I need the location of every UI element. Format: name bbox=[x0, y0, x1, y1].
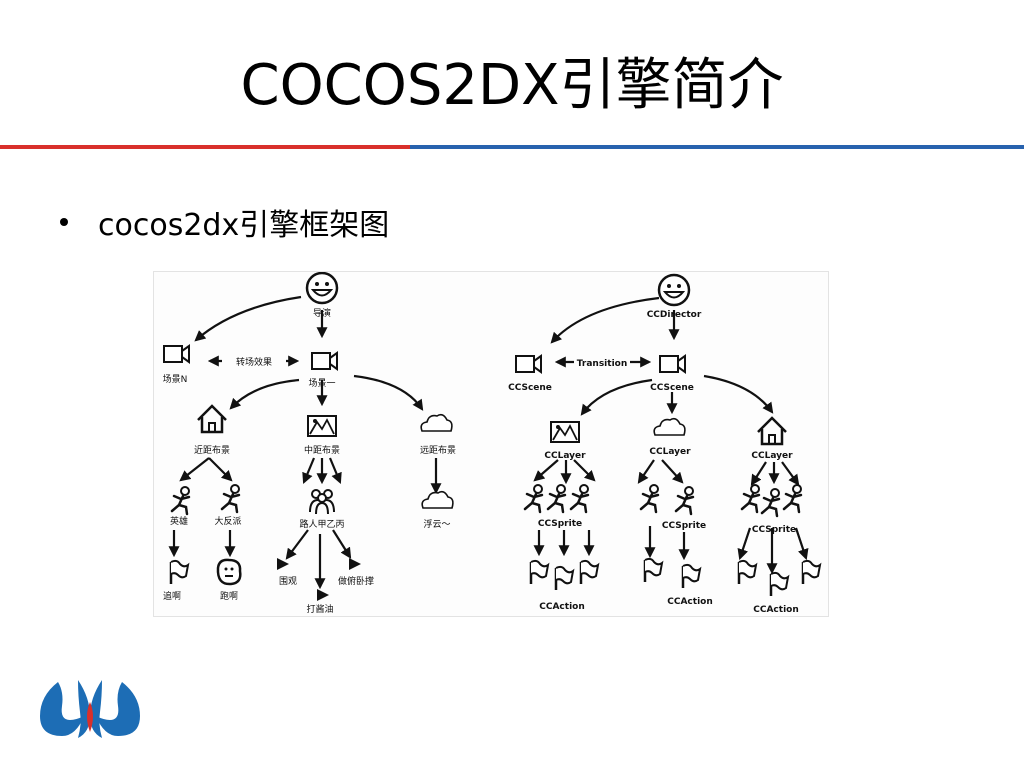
villain-label: 大反派 bbox=[214, 515, 241, 527]
action3-flag-b-icon bbox=[769, 571, 790, 598]
passersby-label: 路人甲乙丙 bbox=[299, 518, 344, 530]
soy-triangle-icon bbox=[317, 589, 329, 601]
cclayer1-landscape-icon bbox=[550, 421, 580, 443]
transition-label: 转场效果 bbox=[236, 356, 272, 368]
ccdirector-label: CCDirector bbox=[647, 310, 702, 320]
watch-label: 围观 bbox=[279, 576, 297, 587]
hero-runner-icon bbox=[170, 485, 191, 516]
bullet-item: cocos2dx引擎框架图 bbox=[60, 200, 389, 244]
pushup-label: 做俯卧撑 bbox=[338, 575, 374, 587]
mid-layer-label: 中距布景 bbox=[304, 444, 340, 456]
ccdirector-smiley-icon bbox=[657, 273, 691, 307]
near-layer-house-icon bbox=[196, 404, 228, 434]
floating-cloud-icon bbox=[421, 490, 454, 509]
scene-one-label: 场景一 bbox=[308, 378, 335, 389]
hero-label: 英雄 bbox=[170, 515, 188, 527]
ccscene-left-label: CCScene bbox=[508, 383, 552, 393]
action1-flag-c-icon bbox=[579, 559, 600, 586]
action3-flag-c-icon bbox=[801, 559, 822, 586]
action2-flag-a-icon bbox=[643, 557, 664, 584]
institution-logo bbox=[36, 676, 144, 744]
framework-diagram: 导演 场景N 转场效果 场景一 近距布景 中距布景 远距布景 英雄 大反派 路人… bbox=[153, 271, 829, 617]
ccscene-label: CCScene bbox=[650, 383, 694, 393]
ccscene-camera-icon bbox=[659, 355, 686, 373]
chase-flag-icon bbox=[169, 559, 190, 586]
cclayer3-label: CCLayer bbox=[751, 451, 793, 461]
ccscene-left-camera-icon bbox=[515, 355, 542, 373]
sprite1-runner-c-icon bbox=[569, 483, 590, 514]
sprite3-runner-b-icon bbox=[760, 487, 781, 518]
action3-flag-a-icon bbox=[737, 559, 758, 586]
far-layer-cloud-icon bbox=[420, 413, 453, 432]
sprite2-runner-a-icon bbox=[639, 483, 660, 514]
scene-n-label: 场景N bbox=[163, 374, 188, 385]
watch-triangle-icon bbox=[277, 558, 289, 570]
action1-flag-b-icon bbox=[554, 565, 575, 592]
title-divider-red bbox=[0, 145, 410, 149]
director-smiley-icon bbox=[305, 272, 339, 305]
passersby-crowd-icon bbox=[309, 489, 335, 515]
sprite3-runner-a-icon bbox=[740, 483, 761, 514]
ccsprite2-label: CCSprite bbox=[662, 521, 706, 531]
transition-en-label: Transition bbox=[577, 359, 628, 369]
ccaction3-label: CCAction bbox=[753, 605, 799, 615]
chase-label: 追啊 bbox=[163, 590, 181, 602]
soy-label: 打酱油 bbox=[306, 603, 333, 615]
sprite3-runner-c-icon bbox=[782, 483, 803, 514]
run-label: 跑啊 bbox=[220, 590, 238, 602]
sprite2-runner-b-icon bbox=[674, 485, 695, 516]
ccsprite3-label: CCSprite bbox=[752, 525, 796, 535]
sprite1-runner-a-icon bbox=[523, 483, 544, 514]
ccaction1-label: CCAction bbox=[539, 602, 585, 612]
slide-title: COCOS2DX引擎简介 bbox=[240, 53, 784, 118]
scene-one-camera-icon bbox=[311, 352, 338, 370]
ccaction2-label: CCAction bbox=[667, 597, 713, 607]
mid-layer-landscape-icon bbox=[307, 415, 337, 437]
title-divider-blue bbox=[410, 145, 1024, 149]
sprite1-runner-b-icon bbox=[546, 483, 567, 514]
floating-cloud-label: 浮云～ bbox=[423, 518, 450, 530]
cclayer1-label: CCLayer bbox=[544, 451, 586, 461]
villain-runner-icon bbox=[220, 483, 241, 514]
pushup-triangle-icon bbox=[349, 558, 361, 570]
cclayer2-cloud-icon bbox=[653, 417, 686, 436]
far-layer-label: 远距布景 bbox=[420, 444, 456, 456]
director-label: 导演 bbox=[313, 307, 331, 319]
ccsprite1-label: CCSprite bbox=[538, 519, 582, 529]
cclayer2-label: CCLayer bbox=[649, 447, 691, 457]
cclayer3-house-icon bbox=[756, 416, 788, 446]
scene-n-camera-icon bbox=[163, 345, 190, 363]
bullet-dot-icon bbox=[60, 218, 68, 226]
action1-flag-a-icon bbox=[529, 559, 550, 586]
bullet-text: cocos2dx引擎框架图 bbox=[98, 208, 390, 243]
near-layer-label: 近距布景 bbox=[194, 444, 230, 456]
action2-flag-b-icon bbox=[681, 563, 702, 590]
run-blob-icon bbox=[216, 558, 242, 586]
